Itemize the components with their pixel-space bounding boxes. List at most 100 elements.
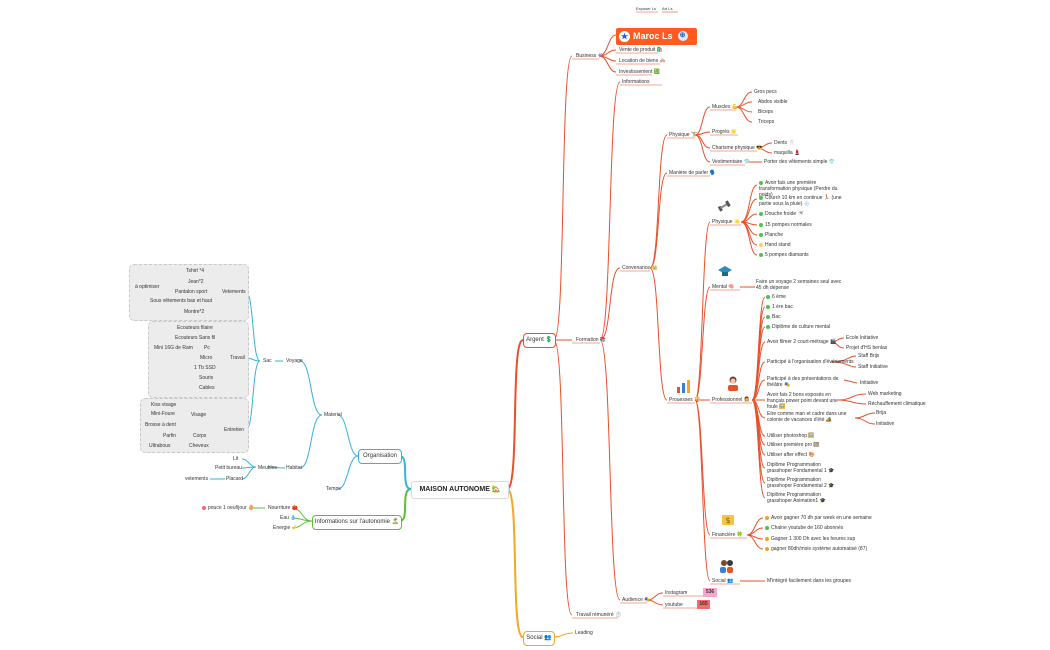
pro-item[interactable]: Avoir fais 2 bons exposés en français po… bbox=[767, 392, 838, 410]
corps-node[interactable]: Corps bbox=[193, 433, 207, 439]
pro-sub-item[interactable]: Initiative bbox=[860, 380, 879, 386]
pro-sub-item[interactable]: Staff Initiative bbox=[858, 364, 888, 370]
vetements-node[interactable]: Vetements bbox=[222, 289, 246, 295]
maroc-ls-logo[interactable]: ★Maroc Ls⊕ bbox=[616, 28, 697, 45]
pro-item[interactable]: Diplôme de culture mental bbox=[766, 324, 830, 330]
professionnel-node[interactable]: Professionnel 👩‍💼 bbox=[712, 397, 750, 403]
maniere-parler-node[interactable]: Manière de parler 🗣️ bbox=[669, 170, 716, 176]
pro-sub-item[interactable]: Initiative bbox=[876, 421, 895, 427]
entretien-item[interactable]: Ultrabous bbox=[149, 443, 171, 449]
temps-node[interactable]: Temps bbox=[326, 486, 341, 492]
pro-item[interactable]: 1 ère bac bbox=[766, 304, 793, 310]
pro-item[interactable]: Diplôme Programmation grasshoper Animati… bbox=[767, 492, 826, 504]
organisation-node[interactable]: Organisation bbox=[358, 449, 402, 464]
vestimentaire-item[interactable]: Porter des vêtements simple 👕 bbox=[764, 159, 835, 165]
vetement-item[interactable]: Sous vêtements bas et haut bbox=[150, 298, 212, 304]
pro-sub-item[interactable]: Réchauffement climatique bbox=[868, 401, 926, 407]
muscle-item[interactable]: Triceps bbox=[758, 119, 775, 125]
entretien-item[interactable]: Kiss visage bbox=[151, 402, 177, 408]
energie-node[interactable]: Energie ⚡ bbox=[273, 525, 298, 531]
pro-sub-item[interactable]: Ecole Initiative bbox=[846, 335, 879, 341]
travail-node[interactable]: Travail bbox=[230, 355, 245, 361]
vetement-item[interactable]: Tshirt *4 bbox=[186, 268, 205, 274]
logo-link-exposer[interactable]: Exposer Ls bbox=[636, 6, 657, 11]
habitat-node[interactable]: Habitat bbox=[286, 465, 302, 471]
physique2-item[interactable]: Douche froide 🚿 bbox=[759, 211, 804, 217]
pro-item[interactable]: Diplôme Programmation grasshoper Fondame… bbox=[767, 462, 835, 474]
financiere-item[interactable]: Chaine youtube de 160 abonnés bbox=[765, 525, 843, 531]
pro-item[interactable]: Utiliser after effect 🎨 bbox=[767, 452, 815, 458]
business-node[interactable]: Business 👾 bbox=[576, 53, 604, 59]
a-optimiser-node[interactable]: à optimiser bbox=[135, 284, 160, 290]
social-node[interactable]: Social 👥 bbox=[523, 631, 555, 646]
visage-node[interactable]: Visage bbox=[191, 412, 207, 418]
pro-item[interactable]: Utiliser photoshop 🖼️ bbox=[767, 433, 815, 439]
pro-sub-item[interactable]: Brija bbox=[876, 410, 887, 416]
cheveux-node[interactable]: Cheveux bbox=[189, 443, 209, 449]
pro-item[interactable]: Utiliser première pro 🎞️ bbox=[767, 442, 820, 448]
argent-node[interactable]: Argent 💲 bbox=[523, 333, 556, 348]
muscle-item[interactable]: Gros pecs bbox=[754, 89, 777, 95]
travail-item[interactable]: Ecouteurs Sans fil bbox=[175, 335, 216, 341]
travail-item[interactable]: Cables bbox=[199, 385, 215, 391]
business-item[interactable]: Vente de produit 🛍️ bbox=[619, 47, 664, 53]
pro-sub-item[interactable]: Projet d'HS benlas bbox=[846, 345, 888, 351]
eau-node[interactable]: Eau 💧 bbox=[280, 515, 297, 521]
sac-node[interactable]: Sac bbox=[263, 358, 272, 364]
nourriture-sub[interactable]: pouce 1 oeuf/jour 🥚 bbox=[202, 505, 254, 511]
vetement-item[interactable]: Jean*2 bbox=[188, 279, 204, 285]
voyage-node[interactable]: Voyage bbox=[286, 358, 303, 364]
formation-node[interactable]: Formation 📚 bbox=[576, 337, 607, 343]
muscle-item[interactable]: Abdos visible bbox=[758, 99, 788, 105]
lit-node[interactable]: Lit bbox=[233, 456, 239, 462]
financiere-node[interactable]: Financière 🍀 bbox=[712, 532, 743, 538]
mental-node[interactable]: Mental 🧠 bbox=[712, 284, 735, 290]
entretien-item[interactable]: Brosse à dent bbox=[145, 422, 176, 428]
mental-item[interactable]: Faire un voyage 2 semaines seul avec 45 … bbox=[756, 279, 842, 291]
travail-item[interactable]: Souris bbox=[199, 375, 214, 381]
physique2-item[interactable]: Hand stand bbox=[759, 242, 791, 248]
placard-node[interactable]: Placard bbox=[226, 476, 243, 482]
informations-node[interactable]: Informations bbox=[622, 79, 650, 85]
entretien-item[interactable]: Parfin bbox=[163, 433, 177, 439]
charisme-item[interactable]: Dents 🦷 bbox=[774, 140, 795, 146]
physique2-node[interactable]: Physique 🌟 bbox=[712, 219, 741, 225]
materiel-node[interactable]: Materiel bbox=[324, 412, 342, 418]
leading-node[interactable]: Leading bbox=[575, 630, 593, 636]
logo-link-art[interactable]: Art Ls bbox=[662, 6, 673, 11]
pro-item[interactable]: Diplôme Programmation grasshoper Fondame… bbox=[767, 477, 835, 489]
youtube-node[interactable]: youtube bbox=[665, 602, 683, 608]
charisme-node[interactable]: Charisme physique 😎 bbox=[712, 145, 763, 151]
info-autonomie-node[interactable]: Informations sur l'autonomie 🏝️ bbox=[312, 515, 402, 530]
physique2-item[interactable]: 15 pompes normales bbox=[759, 222, 812, 228]
financiere-item[interactable]: Avoir gagner 70 dh par week en une semai… bbox=[765, 515, 872, 521]
progres-node[interactable]: Progrès 🌟 bbox=[712, 129, 738, 135]
business-item[interactable]: Location de biens 🏘️ bbox=[619, 58, 666, 64]
entretien-item[interactable]: Mini-Foure bbox=[151, 411, 175, 417]
mini-ram-node[interactable]: Mini 16G de Ram bbox=[154, 345, 193, 351]
physique2-item[interactable]: Avoir fais une première transformation p… bbox=[759, 180, 838, 198]
physique2-item[interactable]: Courrir 10 km en continue 🏃 (une partie … bbox=[759, 195, 842, 207]
financiere-item[interactable]: gagner 80dh/mois système automatisé (87) bbox=[765, 546, 867, 552]
financiere-item[interactable]: Gagner 1 300 Dh avec les heures sup bbox=[765, 536, 855, 542]
physique2-item[interactable]: 5 pompes diamants bbox=[759, 252, 809, 258]
travail-item[interactable]: 1 Tb SSD bbox=[194, 365, 216, 371]
muscles-node[interactable]: Muscles 💪 bbox=[712, 104, 738, 110]
travail-item[interactable]: Ecouteurs filaire bbox=[177, 325, 213, 331]
pro-item[interactable]: Participé à l'organisation d'événements bbox=[767, 359, 854, 365]
nourriture-node[interactable]: Nourriture 🍅 bbox=[268, 505, 298, 511]
pro-item[interactable]: Bac bbox=[766, 314, 781, 320]
pro-item[interactable]: 6 ème bbox=[766, 294, 786, 300]
pro-sub-item[interactable]: Web marketing bbox=[868, 391, 902, 397]
business-item[interactable]: Investissement 💹 bbox=[619, 69, 660, 75]
vetement-item[interactable]: Montre*2 bbox=[184, 309, 205, 315]
root-node[interactable]: MAISON AUTONOME 🏡 bbox=[411, 481, 509, 499]
travail-item[interactable]: Pc bbox=[204, 345, 210, 351]
petit-bureau-node[interactable]: Petit bureau bbox=[215, 465, 242, 471]
travail-remunere-node[interactable]: Travail rémunéré ⏱️ bbox=[576, 612, 622, 618]
muscle-item[interactable]: Biceps bbox=[758, 109, 774, 115]
pro-item[interactable]: Participé à des présentations de théâtre… bbox=[767, 376, 839, 388]
vetement-item[interactable]: Pantalon sport bbox=[175, 289, 208, 295]
physique-node[interactable]: Physique 🏋️ bbox=[669, 132, 698, 138]
pro-sub-item[interactable]: Staff Brijs bbox=[858, 353, 880, 359]
